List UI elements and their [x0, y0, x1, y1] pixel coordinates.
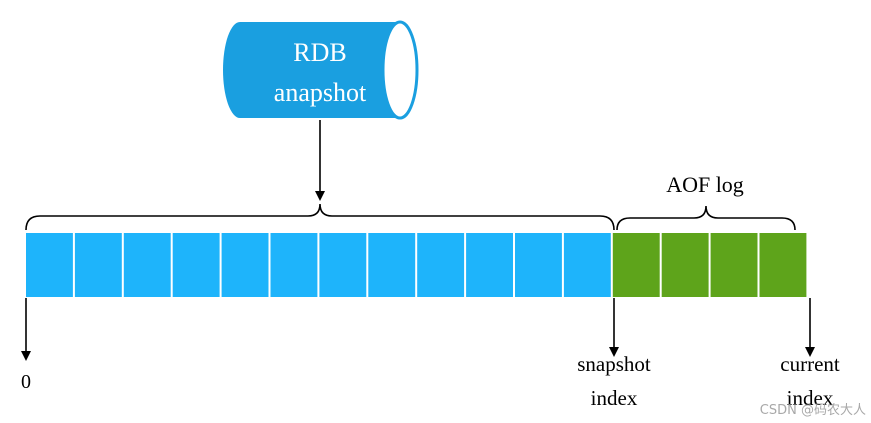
log-cells — [26, 233, 807, 297]
watermark: CSDN @码农大人 — [760, 403, 866, 418]
snapshot-log-cell — [172, 233, 220, 297]
current-index-label-line1: current — [780, 352, 840, 376]
snapshot-log-cell — [563, 233, 611, 297]
aof-log-cell — [759, 233, 807, 297]
snapshot-log-cell — [123, 233, 171, 297]
aof-log-cell — [710, 233, 758, 297]
snapshot-log-cell — [515, 233, 562, 297]
aof-log-label: AOF log — [666, 172, 744, 197]
snapshot-log-cell — [368, 233, 416, 297]
start-index-label: 0 — [21, 371, 31, 393]
rdb-label-line1: RDB — [293, 38, 346, 67]
rdb-snapshot-cylinder: RDB anapshot — [223, 20, 419, 120]
snapshot-log-cell — [319, 233, 367, 297]
cylinder-end — [381, 20, 419, 120]
snapshot-log-cell — [221, 233, 269, 297]
snapshot-log-cell — [26, 233, 73, 297]
rdb-label-line2: anapshot — [274, 78, 367, 107]
snapshot-log-cell — [270, 233, 318, 297]
snapshot-log-cell — [466, 233, 513, 297]
snapshot-index-label-line1: snapshot — [577, 352, 651, 376]
aof-log-cell — [612, 233, 660, 297]
current-index-label-line2: index — [787, 386, 834, 410]
aof-brace — [616, 205, 796, 231]
snapshot-index-label-line2: index — [591, 386, 638, 410]
snapshot-log-cell — [74, 233, 122, 297]
cylinder-body — [223, 22, 417, 118]
snapshot-log-cell — [417, 233, 465, 297]
aof-log-cell — [661, 233, 709, 297]
snapshot-brace — [25, 203, 615, 231]
